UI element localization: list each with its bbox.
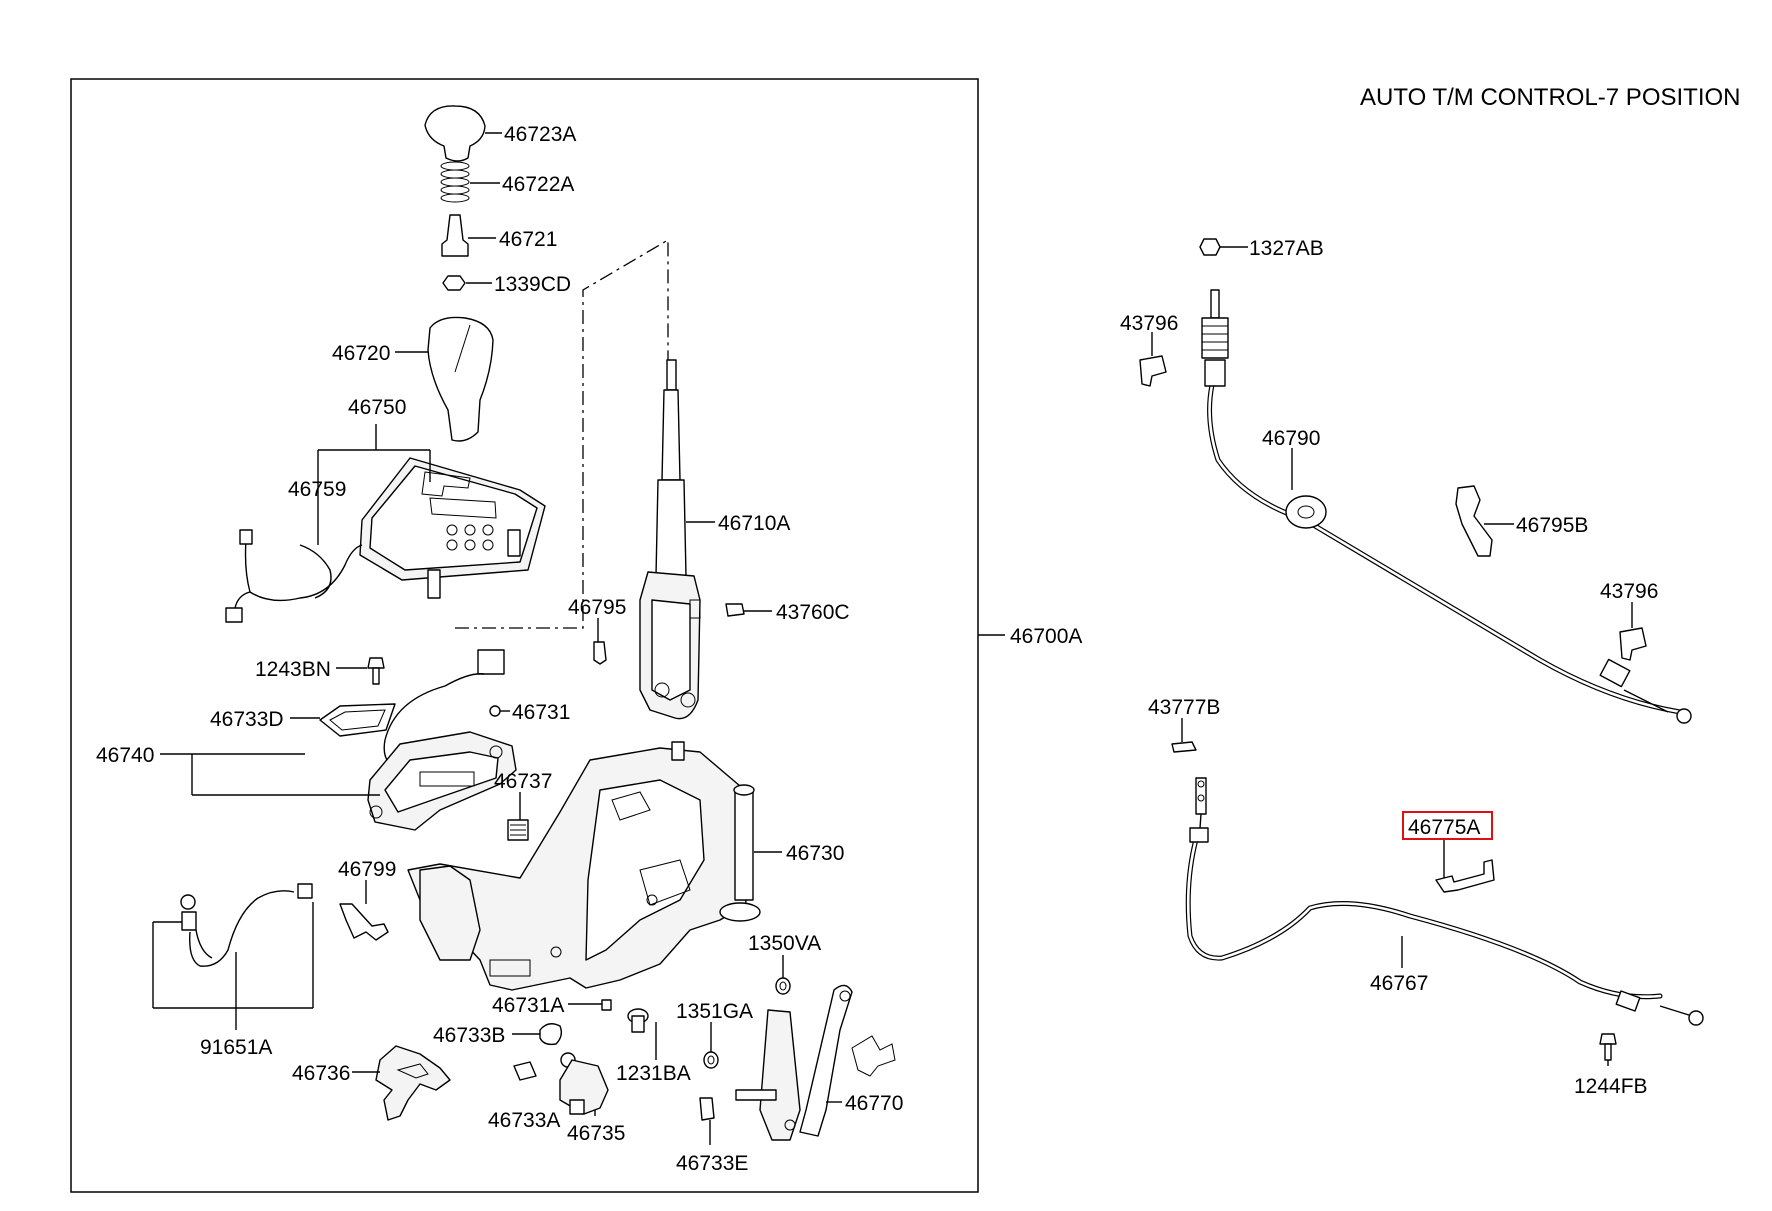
label-46775A[interactable]: 46775A — [1408, 816, 1480, 839]
label-1243BN: 1243BN — [255, 658, 331, 681]
part-46737-spring[interactable]: 46737 — [494, 770, 552, 841]
part-46733A[interactable]: 46733A — [488, 1061, 560, 1132]
part-43777B-clip[interactable]: 43777B — [1148, 696, 1220, 753]
label-46790: 46790 — [1262, 427, 1320, 450]
part-1350VA-grommet[interactable]: 1350VA — [748, 932, 821, 995]
label-1244FB: 1244FB — [1574, 1075, 1648, 1098]
label-43777B: 43777B — [1148, 696, 1220, 719]
part-46790-shift-cable[interactable]: 46790 — [1201, 289, 1692, 724]
part-46767-cable[interactable]: 46767 — [1185, 777, 1704, 1026]
label-46795: 46795 — [568, 596, 626, 619]
part-46731[interactable]: 46731 — [489, 701, 570, 724]
label-46799: 46799 — [338, 858, 396, 881]
label-1351GA: 1351GA — [676, 1000, 753, 1023]
label-46736: 46736 — [292, 1062, 350, 1085]
part-46721-plunger[interactable]: 46721 — [441, 214, 557, 257]
part-46770-detent-lever[interactable]: 46770 — [735, 984, 903, 1141]
label-46733A: 46733A — [488, 1109, 560, 1132]
part-1327AB-nut[interactable]: 1327AB — [1199, 237, 1324, 260]
part-1243BN-bolt[interactable]: 1243BN — [255, 657, 385, 685]
label-46767: 46767 — [1370, 972, 1428, 995]
alignment-dash-line — [455, 238, 669, 629]
label-1339CD: 1339CD — [494, 273, 571, 296]
part-46795-clip[interactable]: 46795 — [568, 596, 626, 665]
label-46731A: 46731A — [492, 994, 564, 1017]
label-43760C: 43760C — [776, 601, 850, 624]
part-46795B-bracket[interactable]: 46795B — [1455, 485, 1588, 557]
diagram-title: AUTO T/M CONTROL-7 POSITION — [1360, 84, 1740, 111]
part-91651A-sensor-harness[interactable]: 91651A — [152, 883, 314, 1059]
part-46735-lever[interactable]: 46735 — [559, 1052, 625, 1145]
part-46720-shift-knob[interactable]: 46720 — [332, 316, 494, 442]
part-46775A-bracket[interactable]: 46775A — [1402, 811, 1495, 893]
part-46733E[interactable]: 46733E — [676, 1097, 748, 1175]
part-43760C-clip[interactable]: 43760C — [725, 601, 850, 624]
part-43796-lower-clip[interactable]: 43796 — [1600, 580, 1658, 661]
label-46700A[interactable]: 46700A — [1010, 625, 1082, 648]
label-1350VA: 1350VA — [748, 932, 821, 955]
label-46721: 46721 — [499, 228, 557, 251]
highlight-box-46775A — [1402, 811, 1493, 840]
label-46733E: 46733E — [676, 1152, 748, 1175]
label-46720: 46720 — [332, 342, 390, 365]
label-46759: 46759 — [288, 478, 346, 501]
label-46733D: 46733D — [210, 708, 284, 731]
label-46735: 46735 — [567, 1122, 625, 1145]
part-46740-solenoid-assembly[interactable]: 46740 — [96, 649, 517, 831]
part-46723A-knob-cap[interactable]: 46723A — [424, 105, 576, 162]
label-43796-upper: 43796 — [1120, 312, 1178, 335]
part-46736[interactable]: 46736 — [292, 1045, 451, 1121]
label-46730: 46730 — [786, 842, 844, 865]
label-91651A: 91651A — [200, 1036, 272, 1059]
label-46770: 46770 — [845, 1092, 903, 1115]
label-46795B: 46795B — [1516, 514, 1588, 537]
part-46710A-shift-lever[interactable]: 46710A — [639, 359, 790, 720]
part-46733B[interactable]: 46733B — [433, 1023, 563, 1047]
label-46722A: 46722A — [502, 173, 574, 196]
label-46733B: 46733B — [433, 1024, 505, 1047]
part-46750-indicator-housing[interactable]: 46750 — [317, 396, 546, 599]
part-46799-bracket[interactable]: 46799 — [338, 858, 396, 941]
label-46737: 46737 — [494, 770, 552, 793]
label-1327AB: 1327AB — [1249, 237, 1324, 260]
part-46722A-spring[interactable]: 46722A — [440, 161, 574, 203]
label-46723A: 46723A — [504, 123, 576, 146]
part-46731A[interactable]: 46731A — [492, 994, 612, 1017]
label-46740: 46740 — [96, 744, 154, 767]
part-1351GA-washer[interactable]: 1351GA — [676, 1000, 753, 1069]
label-46731: 46731 — [512, 701, 570, 724]
part-1244FB-bolt[interactable]: 1244FB — [1574, 1033, 1648, 1098]
part-1231BA-pin[interactable]: 1231BA — [616, 1008, 691, 1085]
label-46710A: 46710A — [718, 512, 790, 535]
label-1231BA: 1231BA — [616, 1062, 691, 1085]
part-46730-base-bracket[interactable]: 46730 — [407, 741, 844, 991]
label-46750: 46750 — [348, 396, 406, 419]
part-46733D-cover[interactable]: 46733D — [210, 703, 396, 737]
part-43796-upper-clip[interactable]: 43796 — [1120, 312, 1178, 387]
part-1339CD-nut[interactable]: 1339CD — [442, 273, 571, 296]
label-43796-lower: 43796 — [1600, 580, 1658, 603]
part-46759-harness[interactable]: 46759 — [225, 478, 363, 623]
